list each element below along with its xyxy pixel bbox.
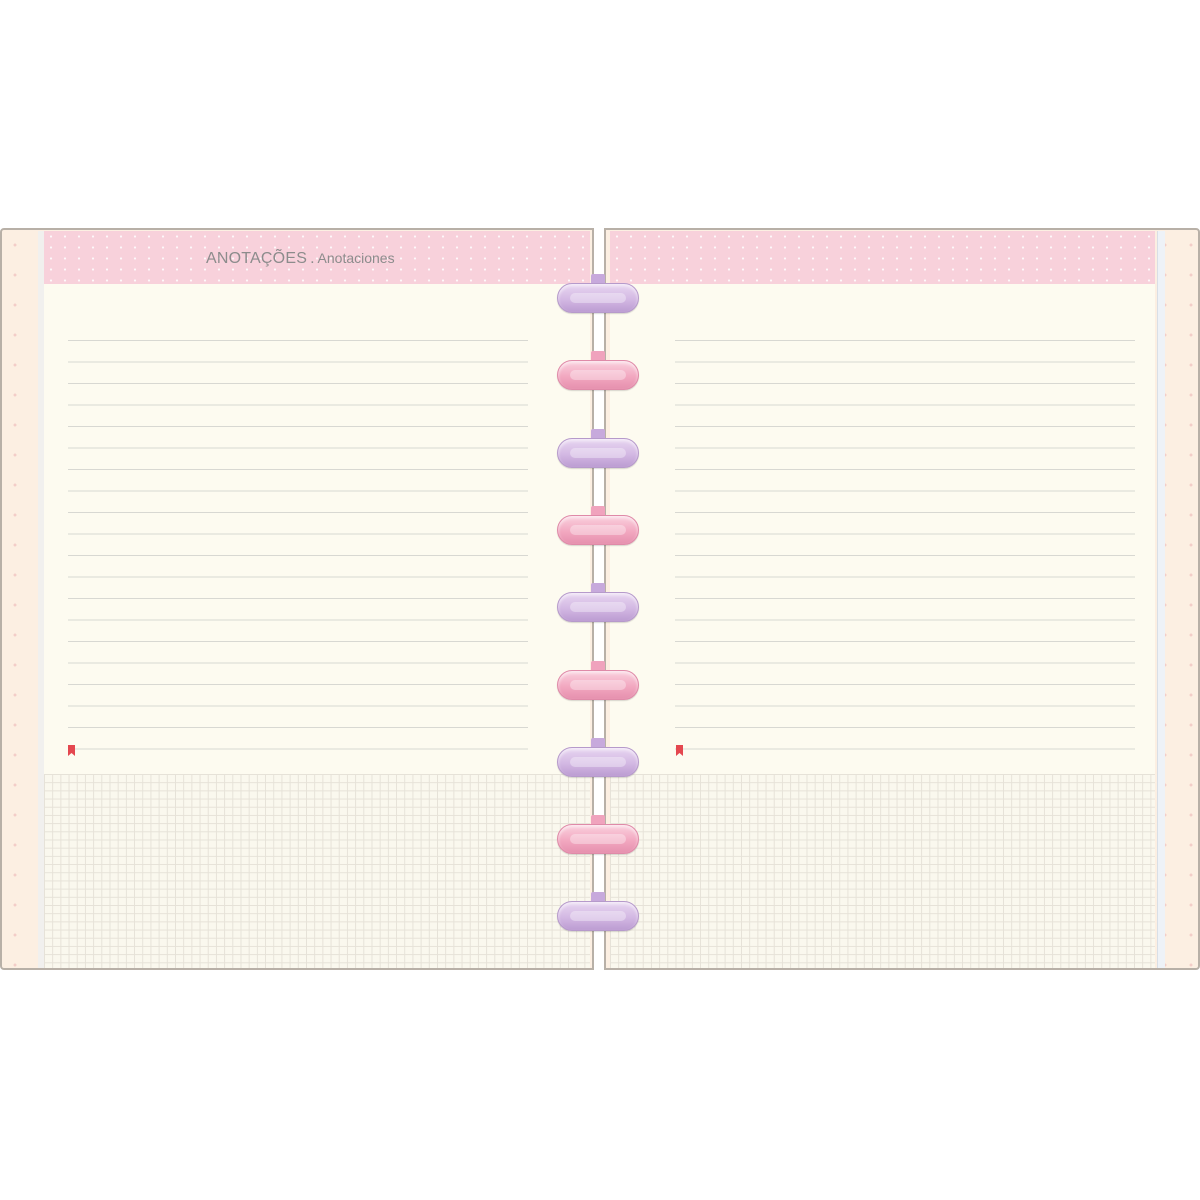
left-page-fold (38, 231, 44, 968)
ring-highlight (570, 757, 626, 767)
left-ruled-lines[interactable] (68, 340, 528, 750)
binding-ring (557, 747, 639, 777)
binding-ring (557, 592, 639, 622)
binding-ring (557, 901, 639, 931)
ring-highlight (570, 370, 626, 380)
left-header-band: ANOTAÇÕES.Anotaciones (44, 231, 590, 284)
title-subtitle: Anotaciones (317, 250, 395, 266)
left-page: ANOTAÇÕES.Anotaciones (44, 231, 590, 968)
bookmark-icon (676, 745, 683, 756)
binding-ring (557, 670, 639, 700)
right-ruled-lines[interactable] (675, 340, 1135, 750)
right-page (610, 231, 1155, 968)
right-header-band (610, 231, 1155, 284)
ring-highlight (570, 293, 626, 303)
right-grid-area[interactable] (610, 774, 1155, 968)
right-page-fold (1157, 231, 1165, 968)
binding-ring (557, 438, 639, 468)
ring-highlight (570, 448, 626, 458)
binding-ring (557, 283, 639, 313)
ring-highlight (570, 911, 626, 921)
ring-highlight (570, 602, 626, 612)
ring-highlight (570, 525, 626, 535)
ring-highlight (570, 680, 626, 690)
left-grid-area[interactable] (44, 774, 590, 968)
binding-ring (557, 515, 639, 545)
page-title: ANOTAÇÕES.Anotaciones (206, 250, 395, 268)
bookmark-icon (68, 745, 75, 756)
title-separator: . (310, 250, 315, 267)
binding-ring (557, 360, 639, 390)
ring-highlight (570, 834, 626, 844)
binding-ring (557, 824, 639, 854)
title-main: ANOTAÇÕES (206, 250, 308, 267)
